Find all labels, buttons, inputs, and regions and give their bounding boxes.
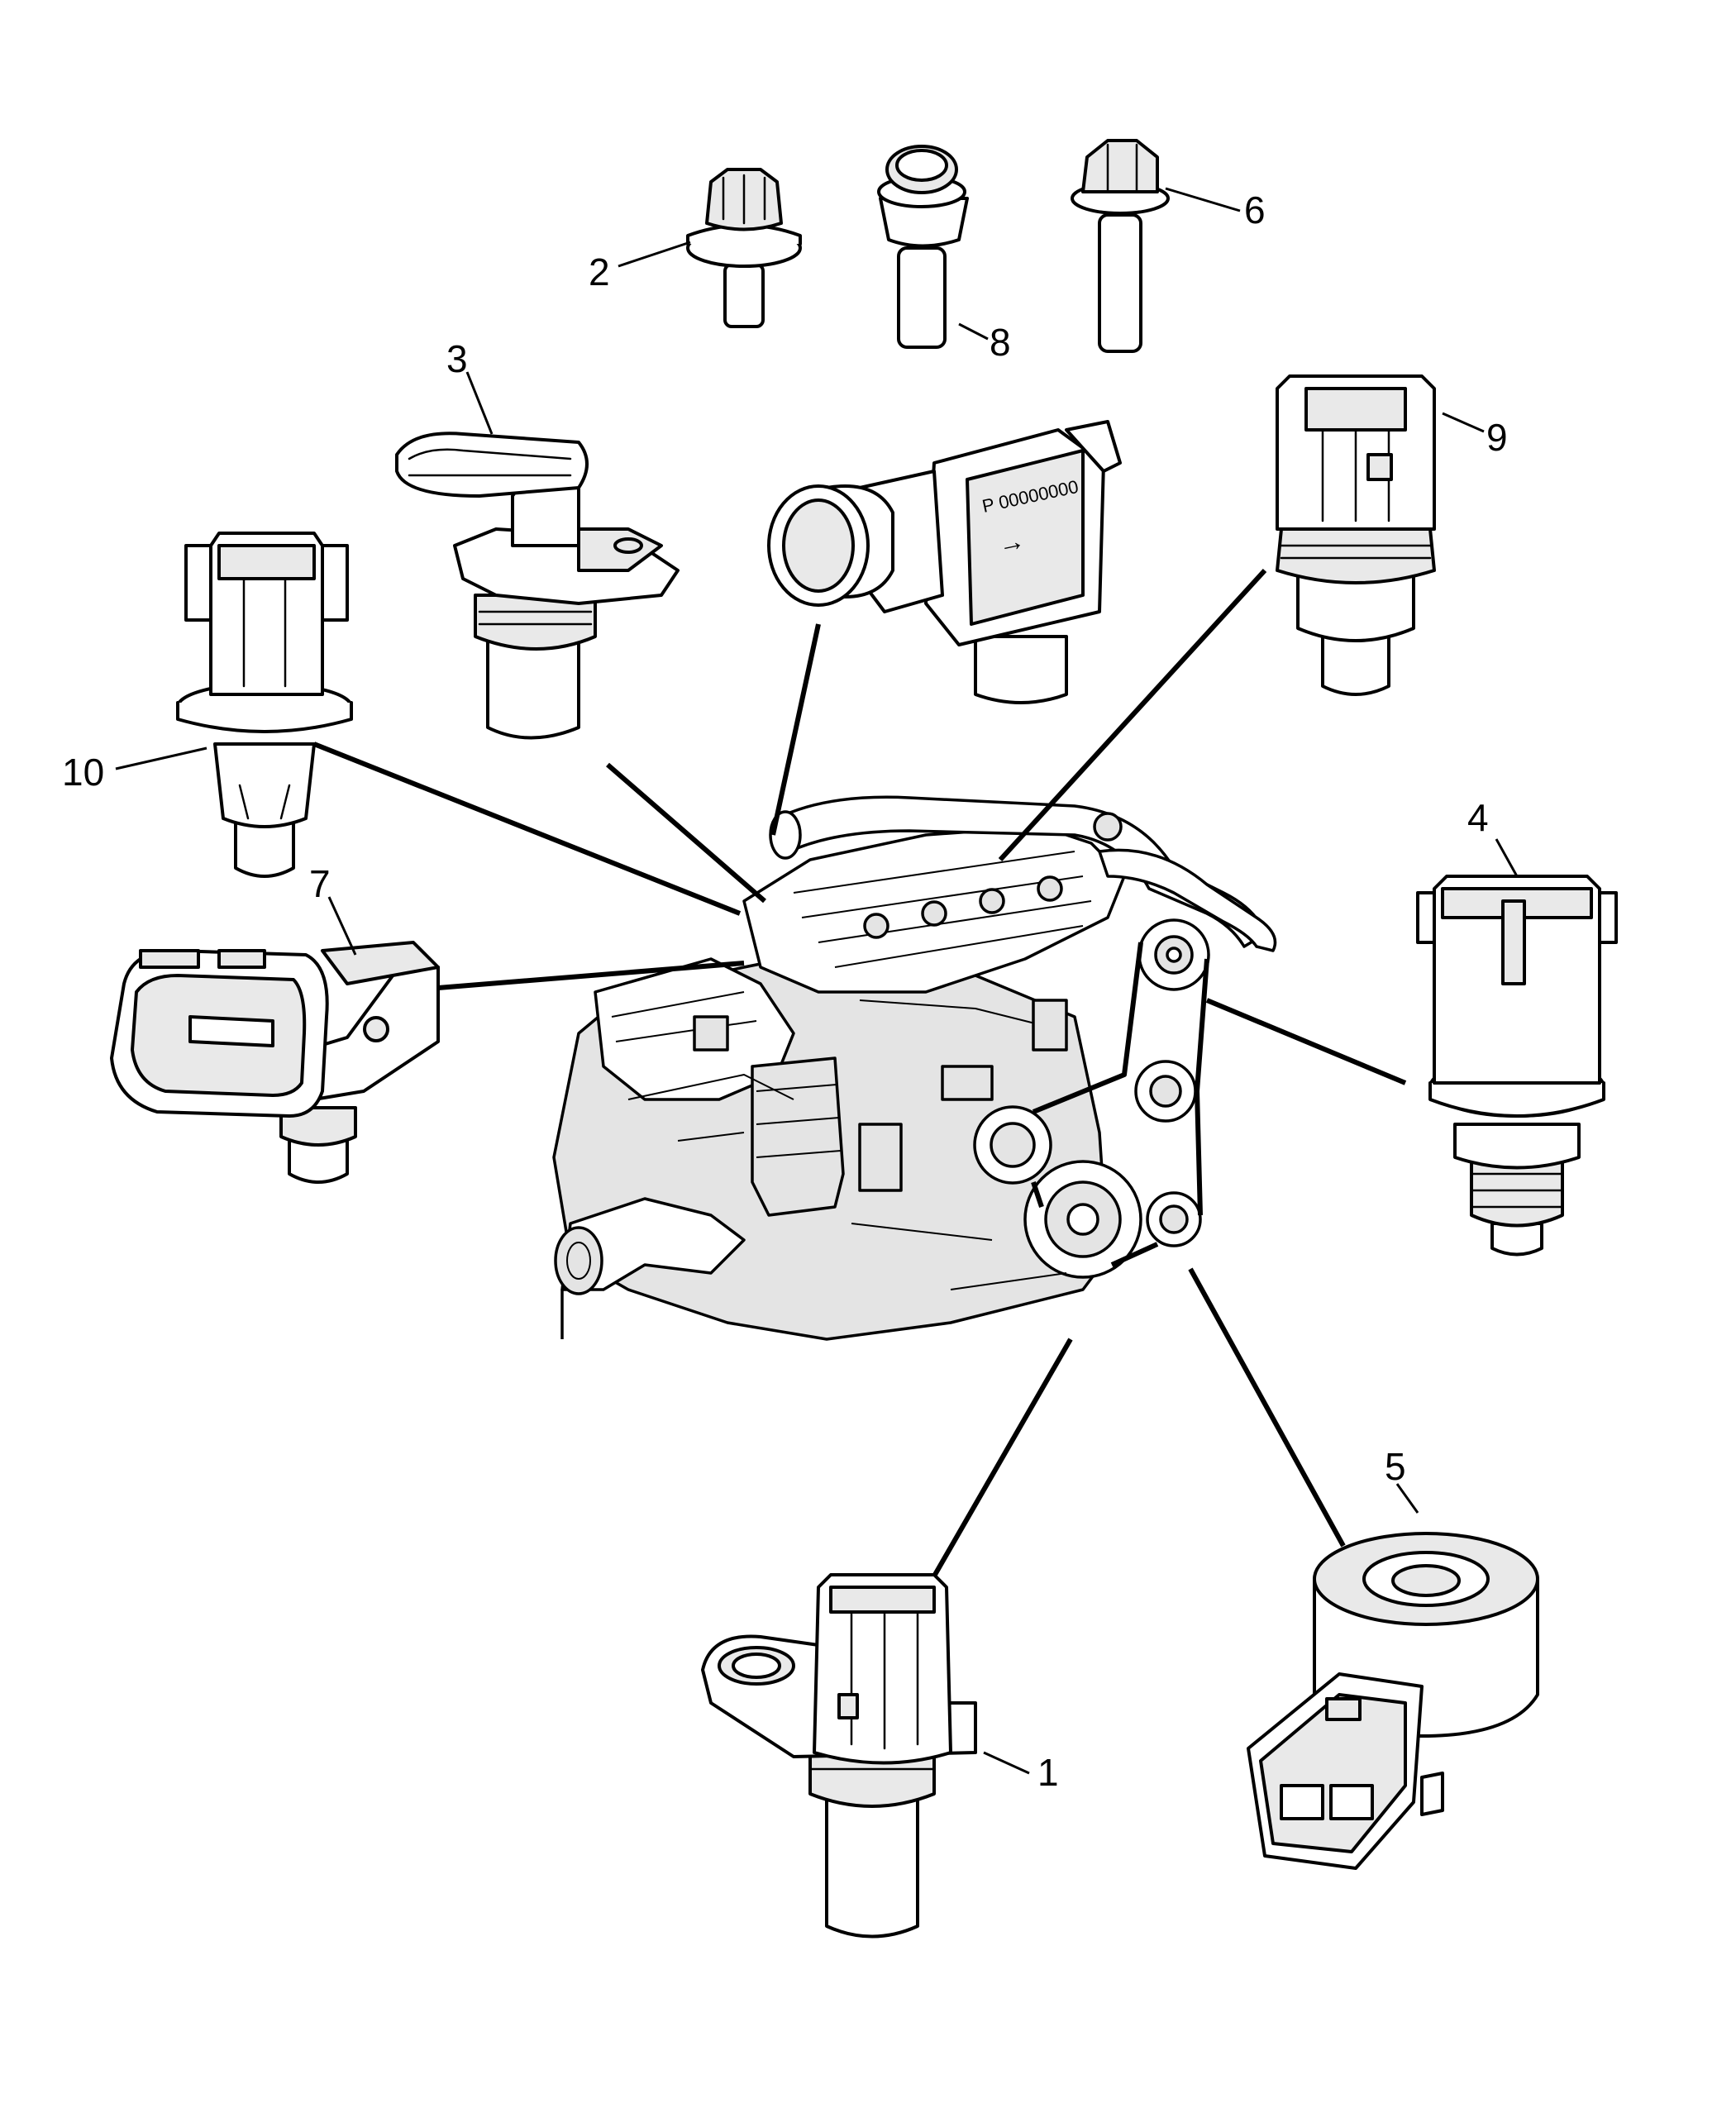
leader-map <box>770 623 821 836</box>
callout-2: 2 <box>589 250 610 293</box>
callout-9: 9 <box>1486 416 1508 459</box>
callout-4: 4 <box>1467 796 1489 839</box>
crankshaft-position-sensor[interactable] <box>701 1573 977 1939</box>
knock-sensor[interactable] <box>1247 1532 1539 1870</box>
callout-5: 5 <box>1385 1445 1406 1488</box>
leader-5 <box>1188 1267 1346 1548</box>
accessory-belt <box>1031 942 1209 1267</box>
callout-10: 10 <box>62 751 104 794</box>
coolant-temperature-sensor[interactable] <box>1416 875 1618 1257</box>
hex-bolt[interactable] <box>1071 139 1170 353</box>
leader-3 <box>606 762 766 904</box>
torx-bolt[interactable] <box>686 168 802 328</box>
leader-1 <box>911 1338 1073 1614</box>
leader-4 <box>1205 998 1407 1085</box>
oil-pressure-sensor[interactable] <box>1276 374 1436 696</box>
map-sensor[interactable] <box>110 941 440 1184</box>
knock-sensor-bolt[interactable] <box>877 145 969 349</box>
map-pressure-sensor[interactable]: P 00000000 → <box>767 420 1122 704</box>
intake-air-temperature-sensor[interactable] <box>176 532 353 878</box>
engine-assembly <box>552 795 1277 1341</box>
callout-1: 1 <box>1037 1751 1059 1794</box>
camshaft-position-sensor[interactable] <box>395 432 680 740</box>
catalytic-converter <box>751 1056 845 1217</box>
callout-3: 3 <box>446 337 468 380</box>
callout-7: 7 <box>309 862 331 905</box>
leader-lines <box>312 568 1407 1614</box>
map-label-arrow: → <box>995 525 1028 560</box>
leader-7 <box>437 961 745 990</box>
coolant-hose <box>1098 848 1277 952</box>
callout-6: 6 <box>1244 188 1266 231</box>
leader-9 <box>998 568 1267 862</box>
leader-10 <box>312 742 742 916</box>
callout-8: 8 <box>990 321 1011 364</box>
